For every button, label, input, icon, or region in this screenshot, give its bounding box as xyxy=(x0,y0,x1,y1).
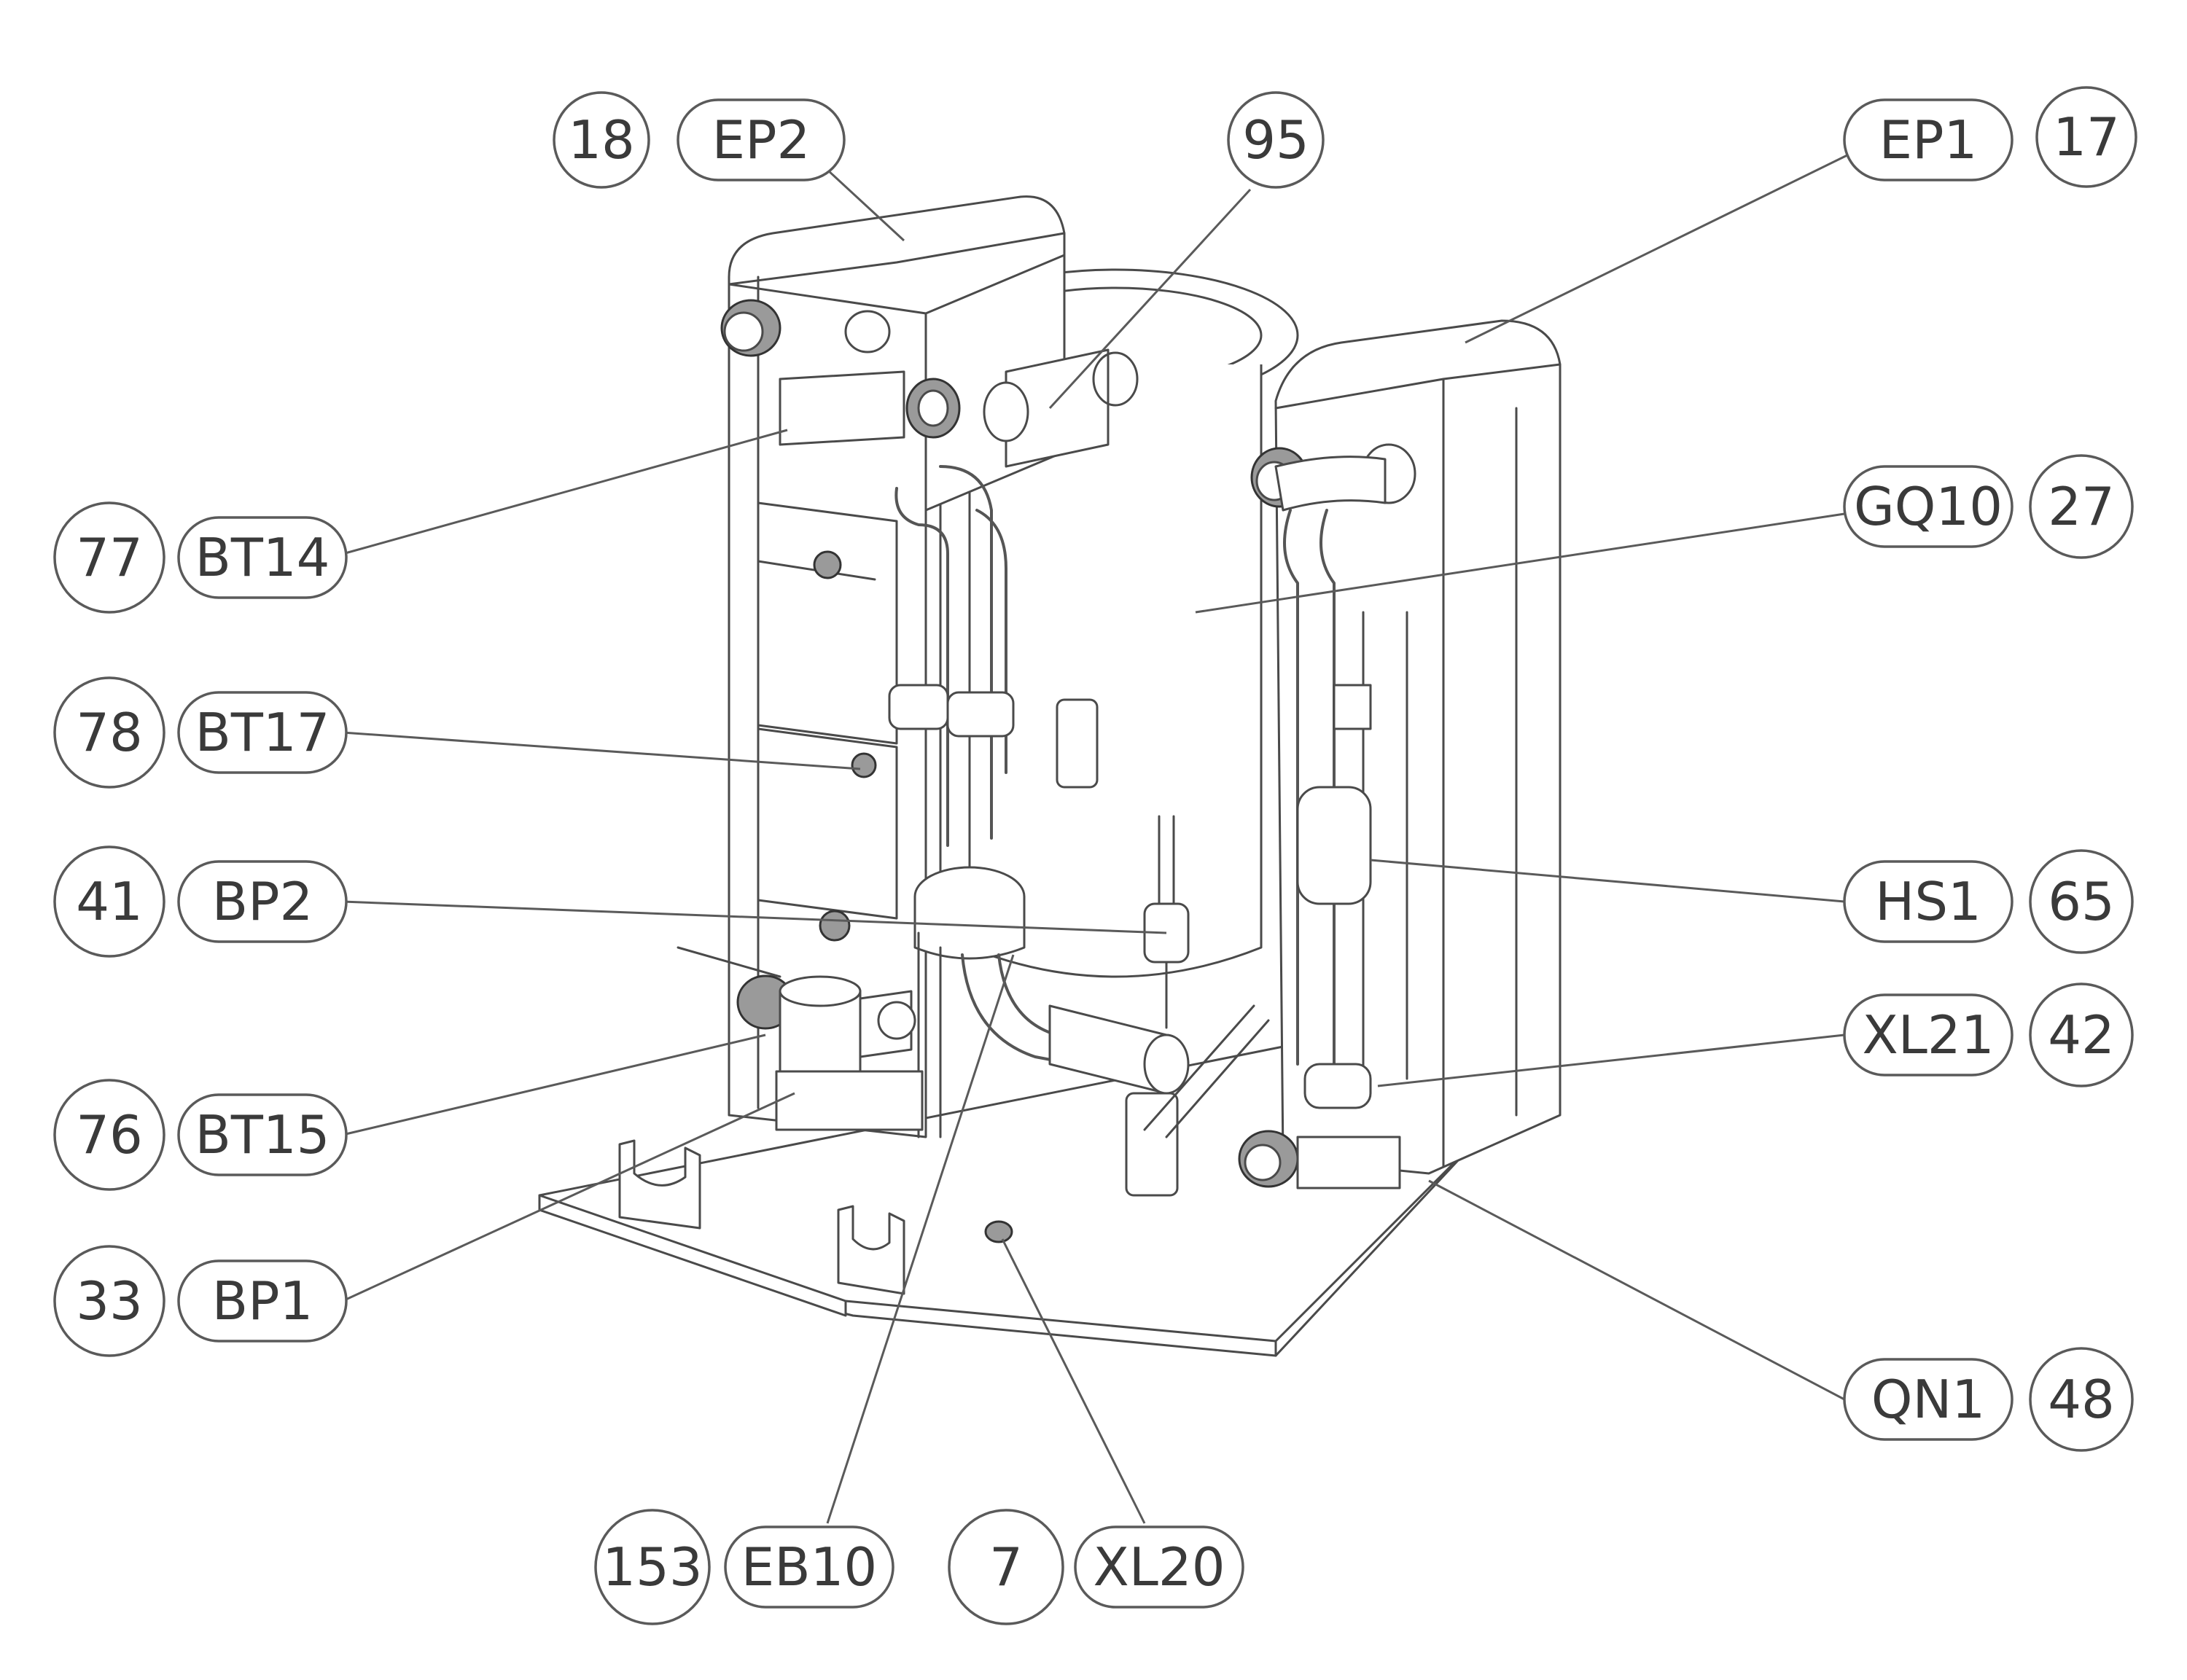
callouts: 18 EP2 95 EP1 17 77 BT14 GQ10 27 xyxy=(53,86,2137,1625)
leader-lines xyxy=(342,152,1852,1524)
leader-bp1 xyxy=(342,1092,795,1302)
leader-95 xyxy=(1048,188,1252,410)
callout-code: EP2 xyxy=(712,109,811,171)
callout-ep2: 18 EP2 xyxy=(553,91,846,189)
callout-code: BP2 xyxy=(212,871,313,932)
callout-code: EP1 xyxy=(1879,109,1978,171)
callout-number: 18 xyxy=(568,109,635,171)
callout-code: BT17 xyxy=(195,702,330,763)
callout-number: 78 xyxy=(76,702,143,763)
callout-number: 77 xyxy=(76,527,143,588)
callout-code: XL20 xyxy=(1093,1536,1225,1598)
leader-eb10 xyxy=(826,954,1015,1524)
leader-gq10 xyxy=(1195,512,1845,614)
leader-bt15 xyxy=(342,1034,766,1136)
callout-code: EB10 xyxy=(741,1536,878,1598)
leader-qn1 xyxy=(1428,1179,1845,1401)
leader-bt14 xyxy=(342,429,788,555)
callout-code: BT15 xyxy=(195,1104,330,1165)
leader-xl20 xyxy=(1001,1238,1146,1524)
callout-number: 27 xyxy=(2048,476,2115,537)
callout-gq10: GQ10 27 xyxy=(1843,454,2134,559)
callout-95: 95 xyxy=(1227,91,1325,189)
leader-xl21 xyxy=(1377,1034,1845,1087)
callout-number: 41 xyxy=(76,871,143,932)
callout-number: 17 xyxy=(2053,106,2120,168)
leader-bt17 xyxy=(342,731,861,770)
callout-number: 48 xyxy=(2048,1369,2115,1430)
callout-bp2: 41 BP2 xyxy=(53,845,348,958)
callout-eb10: 153 EB10 xyxy=(594,1509,894,1625)
leader-hs1 xyxy=(1370,859,1845,903)
callout-qn1: QN1 48 xyxy=(1843,1347,2134,1452)
callout-bt17: 78 BT17 xyxy=(53,676,348,789)
callout-xl20: 7 XL20 xyxy=(948,1509,1244,1625)
leader-ep1 xyxy=(1465,152,1852,344)
callout-bp1: 33 BP1 xyxy=(53,1245,348,1357)
callout-number: 95 xyxy=(1242,109,1309,171)
callout-ep1: EP1 17 xyxy=(1843,86,2137,188)
leader-bp2 xyxy=(342,900,1167,934)
heat-pump-module-drawing xyxy=(538,195,1562,1357)
callout-number: 153 xyxy=(602,1536,702,1598)
callout-code: GQ10 xyxy=(1854,476,2003,537)
callout-code: BT14 xyxy=(195,527,330,588)
callout-hs1: HS1 65 xyxy=(1843,849,2134,954)
callout-number: 42 xyxy=(2048,1004,2115,1066)
callout-number: 65 xyxy=(2048,871,2115,932)
callout-number: 7 xyxy=(989,1536,1023,1598)
callout-bt15: 76 BT15 xyxy=(53,1079,348,1191)
callout-code: BP1 xyxy=(212,1270,313,1332)
callout-xl21: XL21 42 xyxy=(1843,982,2134,1087)
callout-code: XL21 xyxy=(1862,1004,1994,1066)
callout-code: QN1 xyxy=(1871,1369,1985,1430)
callout-number: 33 xyxy=(76,1270,143,1332)
callout-code: HS1 xyxy=(1875,871,1981,932)
callout-number: 76 xyxy=(76,1104,143,1165)
callout-bt14: 77 BT14 xyxy=(53,501,348,614)
